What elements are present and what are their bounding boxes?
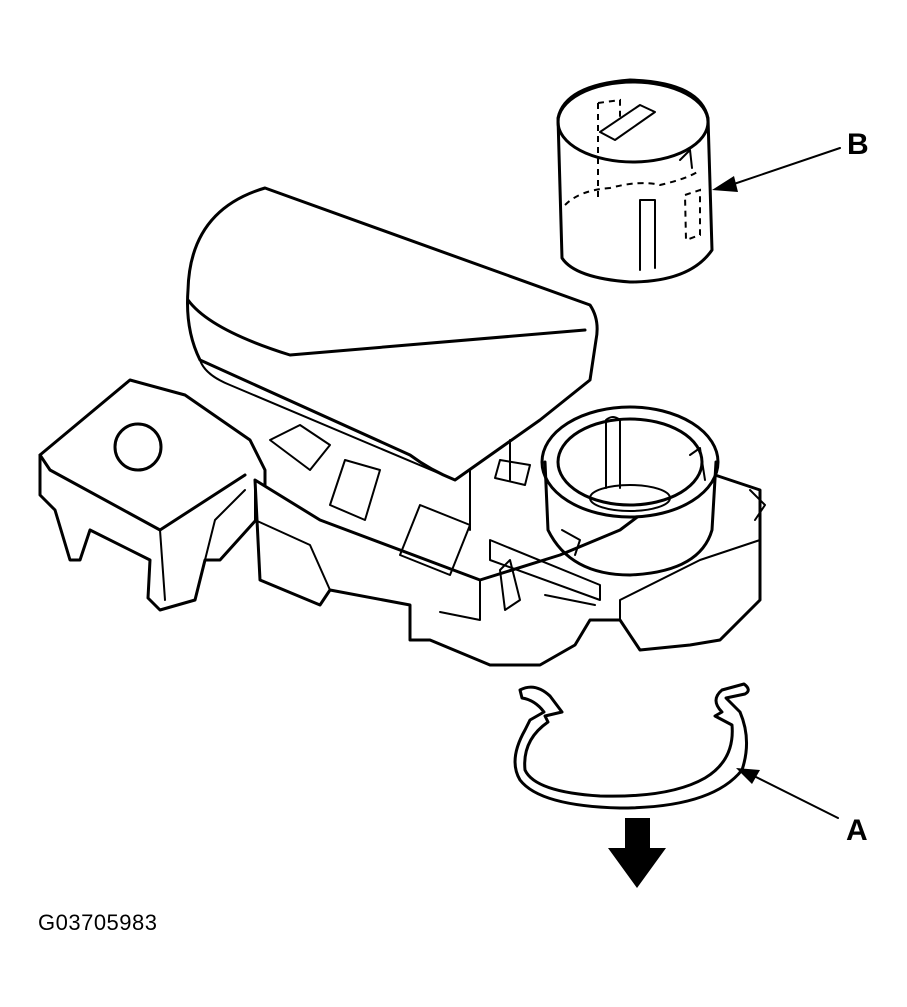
main-housing [38,186,766,667]
callout-label-b: B [847,128,869,161]
figure-id: G03705983 [38,910,158,935]
leader-line-a [736,768,839,819]
retaining-clip-a [513,682,750,810]
callout-label-a: A [846,814,868,847]
leader-line-b [712,147,841,192]
cap-part-b [556,78,714,284]
down-arrow-icon [608,818,666,888]
